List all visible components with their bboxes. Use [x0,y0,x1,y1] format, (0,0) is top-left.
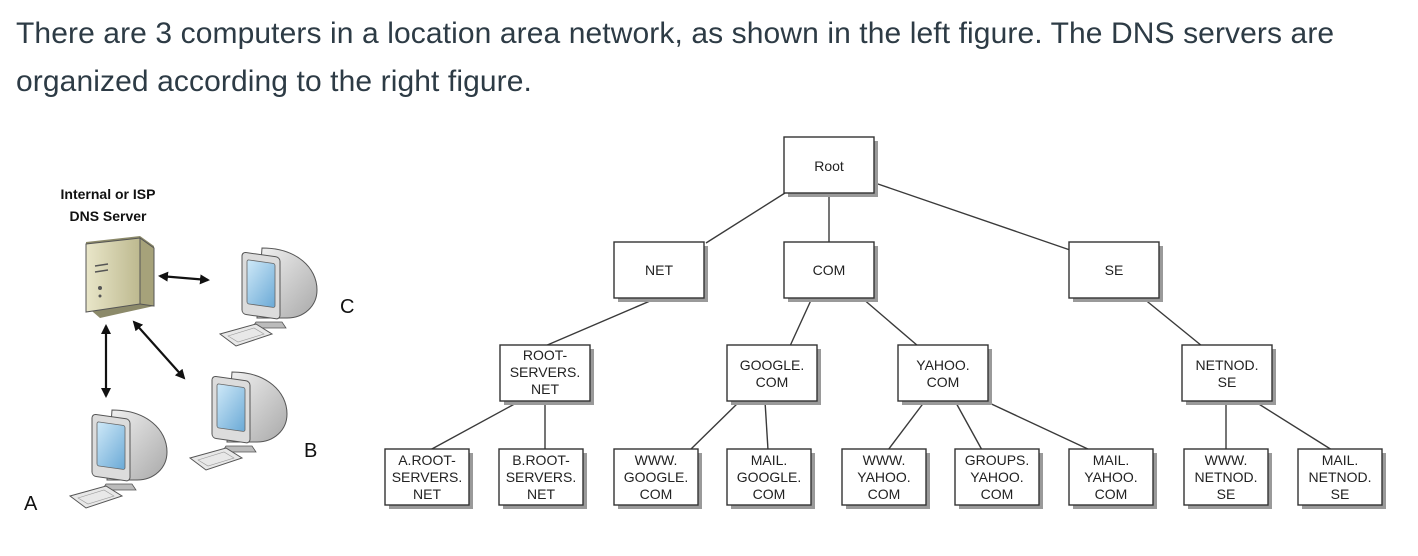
node-mail-netnod-line3: SE [1331,486,1350,502]
node-groups-yahoo: GROUPS. YAHOO. COM [954,448,1043,509]
node-a-root-line3: NET [413,486,441,502]
node-net: NET [613,241,708,302]
node-www-google-line1: WWW. [635,452,678,468]
node-www-yahoo-line1: WWW. [863,452,906,468]
node-com: COM [783,241,878,302]
node-mail-google-line1: MAIL. [751,452,788,468]
node-www-google: WWW. GOOGLE. COM [613,448,702,509]
local-network-figure: Internal or ISP DNS Server C B A [24,186,354,515]
node-root-servers-line3: NET [531,381,559,397]
arrow-server-to-b [132,320,186,380]
server-label-line2: DNS Server [69,208,147,224]
node-groups-yahoo-line2: YAHOO. [970,469,1023,485]
node-a-root-servers: A.ROOT- SERVERS. NET [384,448,473,509]
node-netnod: NETNOD. SE [1181,344,1276,405]
node-root-servers-line1: ROOT- [523,347,568,363]
node-google: GOOGLE. COM [726,344,821,405]
edge-google-mail [764,400,769,451]
edge-com-google [789,297,813,347]
computer-a-icon [69,409,168,509]
node-yahoo: YAHOO. COM [897,344,992,405]
computer-a-label: A [24,493,38,515]
node-b-root-line3: NET [527,486,555,502]
node-www-yahoo-line3: COM [868,486,901,502]
node-a-root-line2: SERVERS. [392,469,463,485]
node-root-label: Root [814,158,844,174]
node-root-servers: ROOT- SERVERS. NET [499,344,594,405]
computer-b-label: B [304,440,317,462]
edge-yahoo-groups [954,400,983,451]
node-google-line2: COM [756,374,789,390]
tree-edges [429,182,1333,451]
node-netnod-line1: NETNOD. [1196,357,1259,373]
node-mail-netnod-line1: MAIL. [1322,452,1359,468]
node-com-label: COM [813,262,846,278]
node-net-label: NET [645,262,673,278]
node-netnod-line2: SE [1218,374,1237,390]
computer-c-icon [219,247,318,347]
edge-google-www [689,400,741,451]
node-yahoo-line2: COM [927,374,960,390]
node-google-line1: GOOGLE. [740,357,805,373]
edge-com-yahoo [861,297,919,347]
node-www-netnod-line3: SE [1217,486,1236,502]
computer-c-label: C [340,296,354,318]
node-mail-google: MAIL. GOOGLE. COM [726,448,815,509]
question-text: There are 3 computers in a location area… [16,10,1406,106]
node-mail-google-line3: COM [753,486,786,502]
node-mail-netnod-line2: NETNOD. [1309,469,1372,485]
node-a-root-line1: A.ROOT- [398,452,456,468]
node-mail-yahoo: MAIL. YAHOO. COM [1068,448,1157,509]
node-se: SE [1068,241,1163,302]
edge-yahoo-www [887,400,926,451]
edge-yahoo-mail [984,400,1091,451]
edge-rootservers-a [429,400,521,451]
edge-se-netnod [1142,297,1203,347]
node-mail-yahoo-line3: COM [1095,486,1128,502]
dns-hierarchy-diagram: Root NET COM SE ROOT- SERVERS. NET [384,136,1386,509]
node-www-netnod: WWW. NETNOD. SE [1183,448,1272,509]
node-b-root-servers: B.ROOT- SERVERS. NET [498,448,587,509]
edge-root-net [705,192,786,244]
edge-net-rootservers [544,297,658,347]
question-paragraph: There are 3 computers in a location area… [16,17,1335,98]
edge-root-se [874,182,1071,251]
node-www-yahoo-line2: YAHOO. [857,469,910,485]
server-label-line1: Internal or ISP [61,186,156,202]
arrow-server-to-c [158,271,210,285]
node-root-servers-line2: SERVERS. [510,364,581,380]
node-mail-google-line2: GOOGLE. [737,469,802,485]
node-www-netnod-line1: WWW. [1205,452,1248,468]
node-mail-yahoo-line2: YAHOO. [1084,469,1137,485]
node-www-yahoo: WWW. YAHOO. COM [841,448,930,509]
node-www-google-line3: COM [640,486,673,502]
node-b-root-line2: SERVERS. [506,469,577,485]
node-mail-yahoo-line1: MAIL. [1093,452,1130,468]
node-b-root-line1: B.ROOT- [512,452,570,468]
node-se-label: SE [1105,262,1124,278]
node-mail-netnod: MAIL. NETNOD. SE [1297,448,1386,509]
computer-b-icon [189,371,288,471]
node-root: Root [783,136,878,197]
node-www-netnod-line2: NETNOD. [1195,469,1258,485]
dns-server-icon [85,236,155,318]
node-groups-yahoo-line1: GROUPS. [965,452,1030,468]
node-yahoo-line1: YAHOO. [916,357,969,373]
edge-netnod-mail [1253,400,1333,451]
node-www-google-line2: GOOGLE. [624,469,689,485]
node-groups-yahoo-line3: COM [981,486,1014,502]
